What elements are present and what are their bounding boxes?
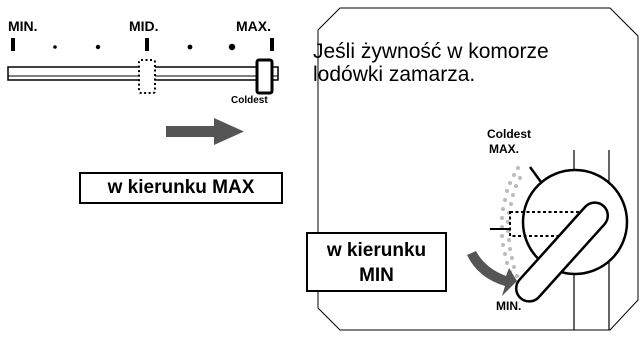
curved-arrow-icon bbox=[467, 251, 517, 296]
note-line-1: Jeśli żywność w komorze bbox=[313, 40, 549, 63]
arrow-right-icon bbox=[166, 118, 244, 145]
slider-label-max: MAX. bbox=[236, 18, 271, 34]
dial-label-coldest: Coldest bbox=[487, 127, 532, 141]
direction-max-box: w kierunku MAX bbox=[79, 172, 283, 204]
dial-illustration bbox=[490, 150, 629, 330]
slider-ticks bbox=[11, 38, 274, 51]
slider-label-coldest: Coldest bbox=[231, 95, 268, 106]
direction-min-box: w kierunku MIN bbox=[306, 232, 447, 292]
slider-dots bbox=[53, 43, 236, 51]
slider-label-mid: MID. bbox=[129, 18, 159, 34]
dial-label-max: MAX. bbox=[489, 142, 519, 156]
direction-min-label-line2: MIN bbox=[359, 265, 394, 286]
slider-knob-mid-position bbox=[138, 59, 156, 94]
direction-max-label: w kierunku MAX bbox=[107, 177, 255, 198]
dial-label-min: MIN. bbox=[496, 299, 522, 313]
note-panel-outline bbox=[317, 7, 639, 331]
slider-label-min: MIN. bbox=[8, 18, 38, 34]
slider-knob-max-position[interactable] bbox=[255, 58, 274, 95]
note-line-2: lodówki zamarza. bbox=[313, 63, 476, 86]
direction-min-label-line1: w kierunku bbox=[326, 240, 427, 261]
